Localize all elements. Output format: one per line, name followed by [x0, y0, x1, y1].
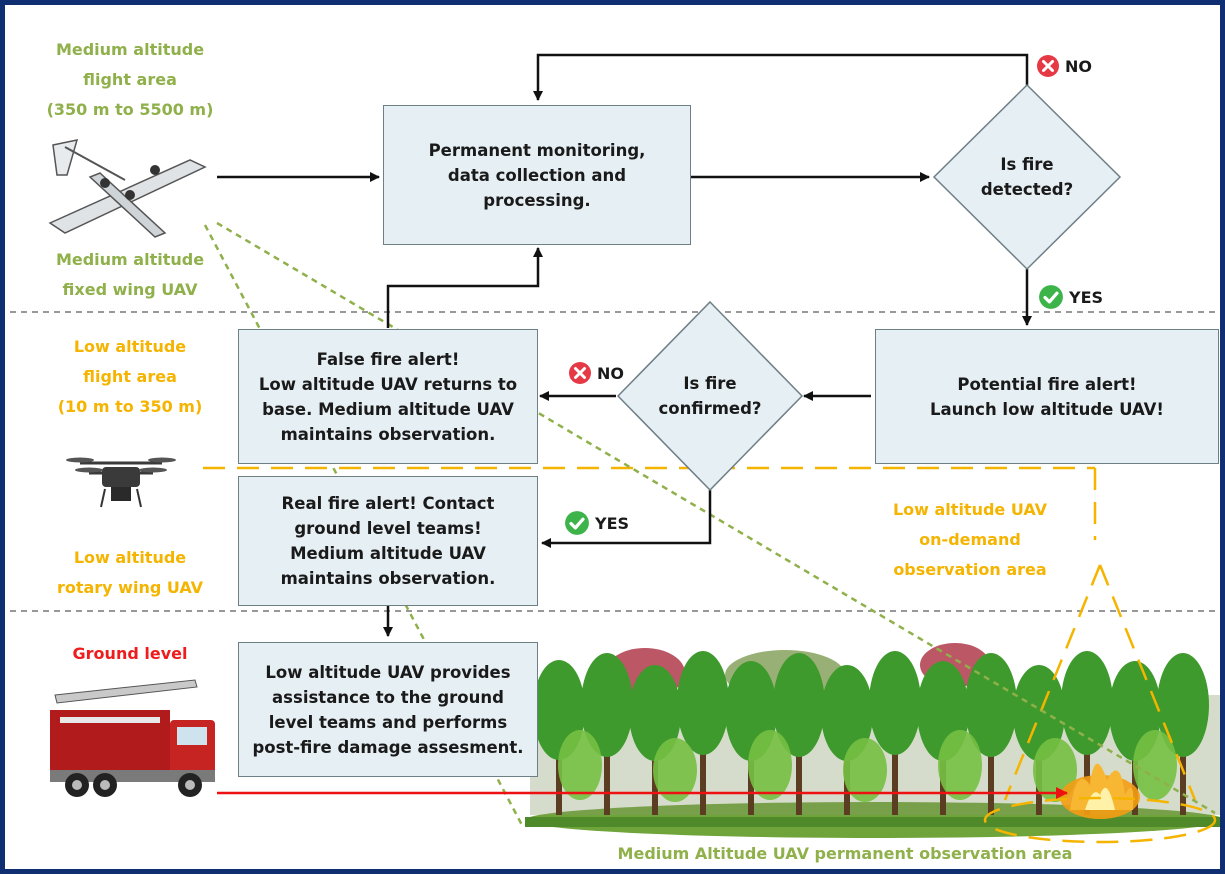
node-assistance: Low altitude UAV provides assistance to … [238, 642, 538, 777]
badge-yes-detected-label: YES [1069, 287, 1104, 307]
x-circle-icon [1037, 55, 1059, 77]
quadcopter-drone-icon [66, 457, 176, 508]
diagram-graphics [10, 53, 1220, 844]
badge-no-top-label: NO [1065, 56, 1092, 76]
medium-altitude-observation-cone [203, 221, 1216, 828]
forest-illustration [525, 643, 1220, 838]
node-false-fire-alert: False fire alert! Low altitude UAV retur… [238, 329, 538, 464]
decision-fire-confirmed-shape [616, 300, 804, 492]
badge-yes-detected: YES [1038, 284, 1103, 310]
badge-yes-confirmed: YES [564, 510, 629, 536]
check-circle-icon [565, 511, 589, 535]
fixed-wing-uav-icon [48, 139, 207, 238]
label-medium-observation-area: Medium Altitude UAV permanent observatio… [617, 844, 1073, 863]
flow-connectors [217, 53, 1032, 637]
label-low-flight-area: Low altitude flight area (10 m to 350 m) [57, 337, 203, 416]
node-real-fire-alert: Real fire alert! Contact ground level te… [238, 476, 538, 606]
label-medium-flight-area: Medium altitude flight area (350 m to 55… [46, 40, 214, 119]
arrow-false-to-monitoring [386, 247, 543, 328]
badge-no-confirmed-label: NO [597, 363, 624, 383]
fire-truck-icon [50, 679, 215, 797]
low-altitude-observation-zone [203, 466, 1217, 844]
decision-fire-detected-shape [932, 83, 1122, 271]
badge-no-top: NO [1036, 54, 1092, 78]
badge-yes-confirmed-label: YES [595, 513, 630, 533]
node-permanent-monitoring: Permanent monitoring, data collection an… [383, 105, 691, 245]
x-circle-icon [569, 362, 591, 384]
label-ground-level: Ground level [72, 644, 188, 663]
node-potential-fire-alert: Potential fire alert! Launch low altitud… [875, 329, 1219, 464]
decision-fire-detected: Is fire detected? [980, 155, 1074, 199]
arrow-no-loop-back [533, 53, 1029, 101]
label-medium-fixed-wing-uav: Medium altitude fixed wing UAV [55, 250, 205, 299]
badge-no-confirmed: NO [568, 361, 624, 385]
label-low-observation-area: Low altitude UAV on-demand observation a… [892, 500, 1048, 579]
check-circle-icon [1039, 285, 1063, 309]
decision-fire-confirmed: Is fire confirmed? [658, 374, 762, 418]
arrow-confirmed-yes [541, 490, 712, 548]
label-low-rotary-wing-uav: Low altitude rotary wing UAV [56, 548, 204, 597]
